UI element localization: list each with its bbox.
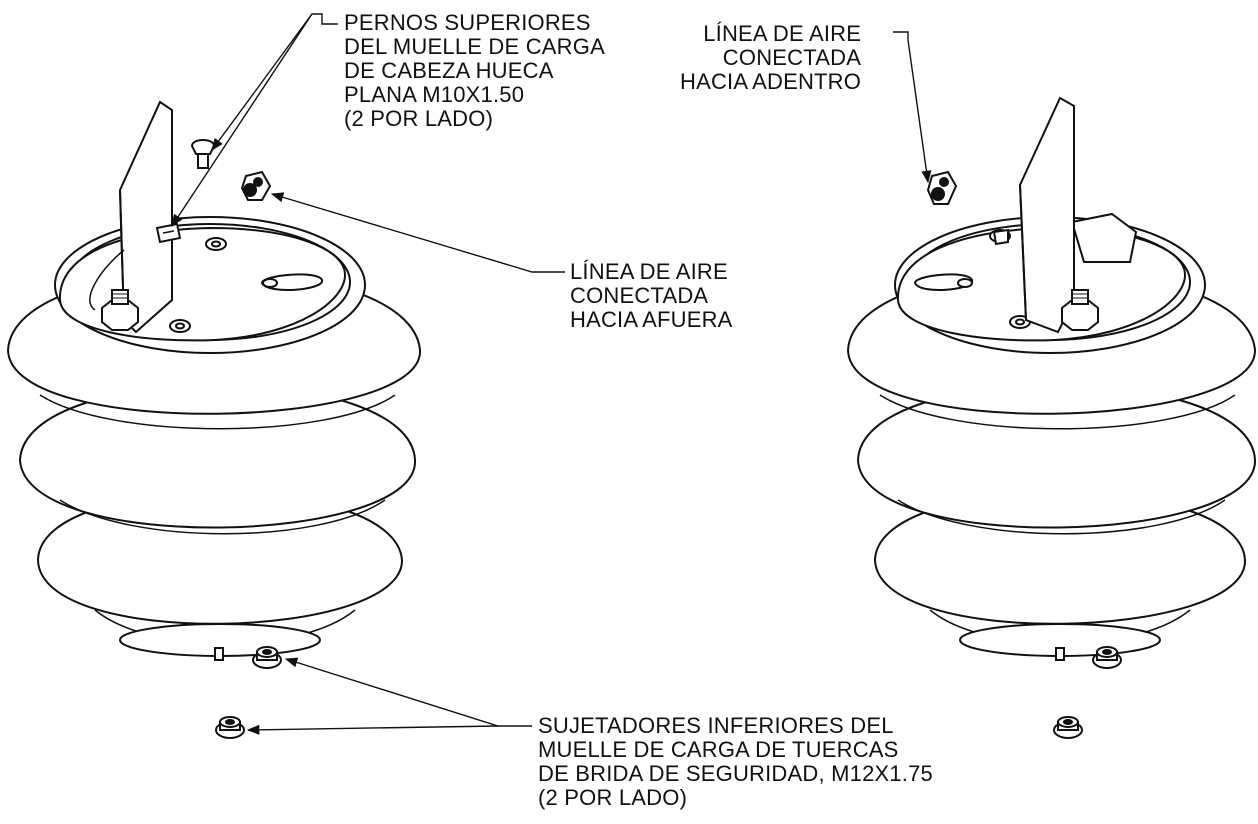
right-air-spring — [846, 96, 1257, 661]
left-air-spring — [6, 100, 422, 661]
callout-line: (2 POR LADO) — [538, 785, 688, 810]
callout-line: PERNOS SUPERIORES — [344, 10, 591, 35]
callout-line: PLANA M10X1.50 — [344, 82, 525, 107]
leader-air-outward — [270, 192, 565, 273]
callout-line: DEL MUELLE DE CARGA — [344, 34, 605, 59]
callout-air-line-outward: LÍNEA DE AIRE CONECTADA HACIA AFUERA — [570, 260, 733, 332]
leader-upper-bolts — [171, 13, 338, 228]
leader-lower-nuts — [246, 657, 532, 735]
callout-line: CONECTADA — [722, 45, 862, 70]
callout-air-line-inward: LÍNEA DE AIRE CONECTADA HACIA ADENTRO — [680, 22, 861, 94]
right-flange-nut-2 — [1053, 716, 1083, 739]
callout-upper-bolts: PERNOS SUPERIORES DEL MUELLE DE CARGA DE… — [344, 11, 605, 131]
callout-line: SUJETADORES INFERIORES DEL — [538, 713, 894, 738]
callout-line: DE BRIDA DE SEGURIDAD, M12X1.75 — [538, 761, 933, 786]
callout-line: CONECTADA — [570, 283, 709, 308]
left-flange-nut-2 — [215, 716, 245, 739]
callout-lower-nuts: SUJETADORES INFERIORES DEL MUELLE DE CAR… — [538, 714, 933, 810]
left-air-fitting — [240, 170, 272, 201]
callout-line: (2 POR LADO) — [344, 106, 494, 131]
right-air-fitting — [926, 170, 958, 205]
callout-line: MUELLE DE CARGA DE TUERCAS — [538, 737, 899, 762]
leader-air-inward — [893, 31, 932, 184]
left-upper-bolt — [190, 139, 216, 169]
callout-line: HACIA AFUERA — [570, 307, 733, 332]
left-flange-nut-1 — [252, 646, 282, 669]
callout-line: LÍNEA DE AIRE — [703, 21, 862, 46]
callout-line: LÍNEA DE AIRE — [570, 259, 728, 284]
callout-line: HACIA ADENTRO — [680, 69, 862, 94]
right-flange-nut-1 — [1092, 646, 1122, 669]
callout-line: DE CABEZA HUECA — [344, 58, 554, 83]
